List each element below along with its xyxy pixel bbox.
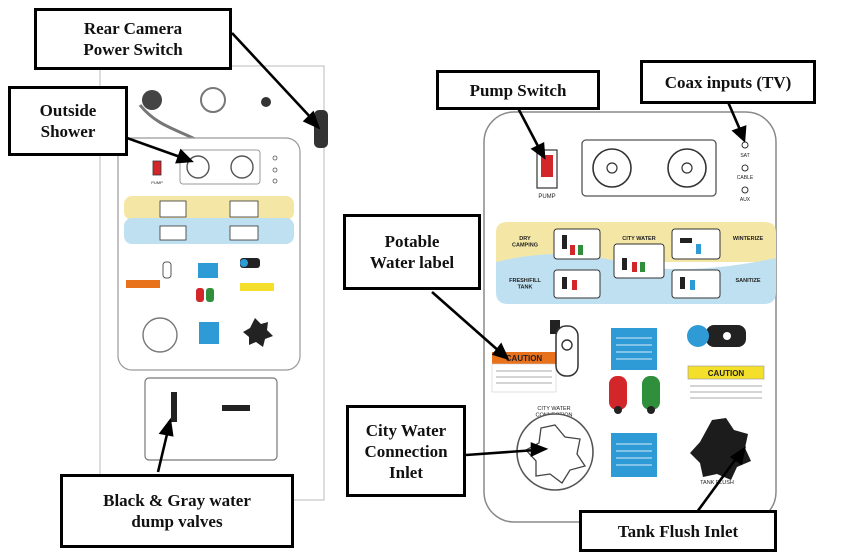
left-red-valve-icon <box>196 288 204 302</box>
mode-indicator-8 <box>696 244 701 254</box>
coax-aux-icon <box>741 186 749 194</box>
potable-water-callout: Potable Water label <box>343 214 481 290</box>
caution-orange-body <box>491 363 557 393</box>
mode-indicator-7 <box>680 238 692 243</box>
left-flush-blue-icon <box>240 259 248 267</box>
mode-dry-camping-box <box>553 228 601 260</box>
outside-shower-callout: Outside Shower <box>8 86 128 156</box>
left-knob-icon <box>142 90 162 110</box>
mode-sanitize-label: SANITIZE <box>735 278 760 284</box>
left-band-cell-1 <box>159 200 187 218</box>
left-yellow-caution <box>240 283 274 291</box>
left-band-cell-4 <box>229 225 259 241</box>
coax-cable-icon <box>741 164 749 172</box>
caution-orange-label <box>492 352 556 364</box>
left-caution-label <box>126 280 160 288</box>
coax-sat-icon <box>741 141 749 149</box>
left-pump-label: PUMP <box>151 180 163 185</box>
left-small-hole <box>261 97 271 107</box>
mode-indicator-6 <box>640 262 645 272</box>
blue-label-top <box>611 328 657 370</box>
shower-hot-knob-icon <box>592 148 632 188</box>
city-water-inlet-icon <box>516 413 594 491</box>
potable-spigot-icon <box>550 320 579 377</box>
mode-indicator-3 <box>578 245 583 255</box>
mode-sanitize-box <box>671 269 721 299</box>
left-green-valve-icon <box>206 288 214 302</box>
city-water-callout: City Water Connection Inlet <box>346 405 466 497</box>
left-cream-band <box>124 196 294 220</box>
left-coax-dot-1 <box>272 155 278 161</box>
mode-indicator-12 <box>690 280 695 290</box>
coax-inputs-callout: Coax inputs (TV) <box>640 60 816 104</box>
shower-cold-knob-icon <box>667 148 707 188</box>
rear-camera-switch-icon <box>314 110 328 148</box>
coax-aux-label: AUX <box>740 197 751 203</box>
left-pump-switch-icon <box>152 160 162 176</box>
black-valve-handle <box>171 392 177 422</box>
tank-flush-callout: Tank Flush Inlet <box>579 510 777 552</box>
mode-winterize-label: WINTERIZE <box>733 236 764 242</box>
mode-indicator-11 <box>680 277 685 289</box>
rear-camera-callout: Rear Camera Power Switch <box>34 8 232 70</box>
pump-switch-rocker-icon <box>541 155 553 177</box>
pump-label: PUMP <box>538 194 555 200</box>
mode-indicator-10 <box>572 280 577 290</box>
left-water-band <box>124 218 294 244</box>
left-tank-flush-icon <box>243 318 273 347</box>
left-blue-label-1 <box>198 263 218 278</box>
mode-indicator-2 <box>570 245 575 255</box>
tank-flush-knob-icon <box>690 418 751 480</box>
caution-yellow-label <box>687 365 765 380</box>
left-round-port <box>200 87 226 113</box>
mode-indicator-4 <box>622 258 627 270</box>
dump-valve-plate <box>144 377 278 461</box>
pump-switch-callout: Pump Switch <box>436 70 600 110</box>
green-valve-icon <box>642 376 660 414</box>
leader-lines <box>109 32 747 513</box>
dump-valves-callout: Black & Gray water dump valves <box>60 474 294 548</box>
left-city-inlet-icon <box>142 317 178 353</box>
left-shower-knob2-icon <box>230 155 254 179</box>
coax-cable-label: CABLE <box>737 175 754 181</box>
caution-yellow-text: CAUTION <box>708 369 745 378</box>
left-faucet-icon <box>162 261 172 279</box>
gray-valve-handle <box>222 405 250 411</box>
left-band-cell-3 <box>159 225 187 241</box>
left-coax-dot-3 <box>272 178 278 184</box>
mode-city-water-label: CITY WATER <box>622 236 655 242</box>
mode-city-water-box <box>613 243 665 279</box>
mode-indicator-1 <box>562 235 567 249</box>
mode-indicator-9 <box>562 277 567 289</box>
red-valve-icon <box>609 376 627 414</box>
flush-valve-icon <box>687 325 746 347</box>
left-band-cell-2 <box>229 200 259 218</box>
caution-orange-text: CAUTION <box>506 354 543 363</box>
left-blue-label-2 <box>199 322 219 344</box>
coax-sat-label: SAT <box>740 153 749 159</box>
left-coax-dot-2 <box>272 167 278 173</box>
blue-label-bottom <box>611 433 657 477</box>
mode-indicator-5 <box>632 262 637 272</box>
